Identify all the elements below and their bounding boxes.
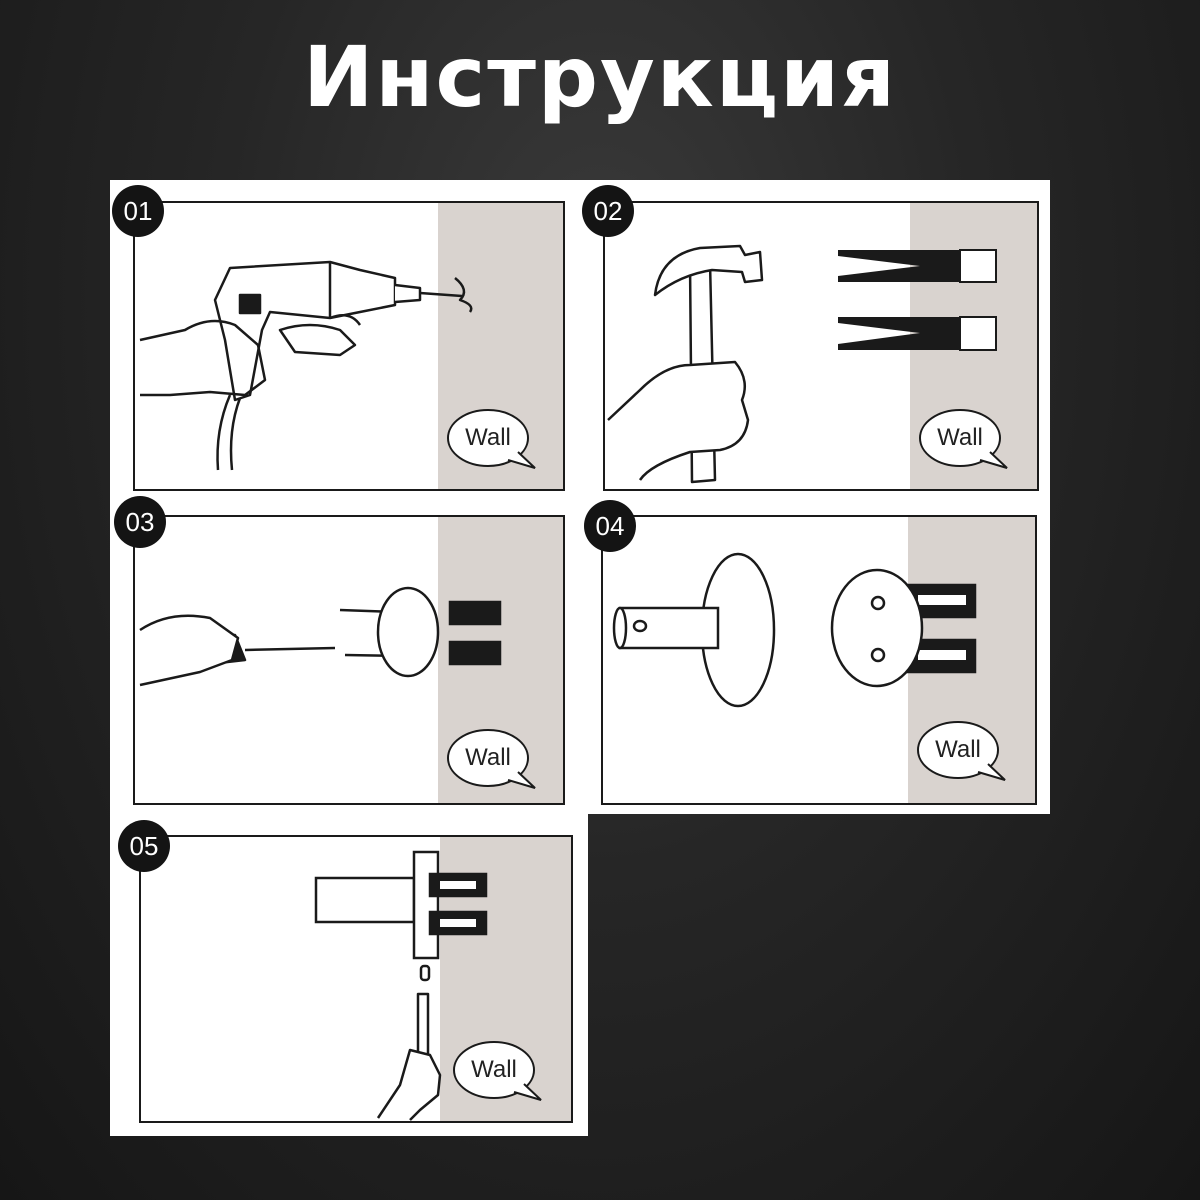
page-title: Инструкция bbox=[303, 28, 897, 126]
step-2-wall-label: Wall bbox=[937, 424, 983, 451]
screws-and-plate-icon bbox=[339, 586, 502, 678]
step-5-number-badge: 05 bbox=[118, 820, 170, 872]
step-3-wall-label: Wall bbox=[465, 744, 511, 771]
step-3-number-badge: 03 bbox=[114, 496, 166, 548]
step-1-number-badge: 01 bbox=[112, 185, 164, 237]
drill-icon bbox=[139, 260, 473, 471]
step-4-wall-label: Wall bbox=[935, 736, 981, 763]
step-2-number-badge: 02 bbox=[582, 185, 634, 237]
mounting-plate-icon bbox=[830, 568, 977, 688]
screwdriver-icon bbox=[139, 614, 336, 687]
holder-side-view-icon bbox=[314, 850, 488, 960]
hammer-icon bbox=[607, 244, 764, 484]
step-1-wall-label: Wall bbox=[465, 424, 511, 451]
step-4-number-badge: 04 bbox=[584, 500, 636, 552]
step-5-wall-label: Wall bbox=[471, 1056, 517, 1083]
hex-key-icon bbox=[376, 964, 442, 1121]
holder-icon bbox=[612, 552, 776, 708]
wall-anchors-icon bbox=[838, 249, 997, 351]
